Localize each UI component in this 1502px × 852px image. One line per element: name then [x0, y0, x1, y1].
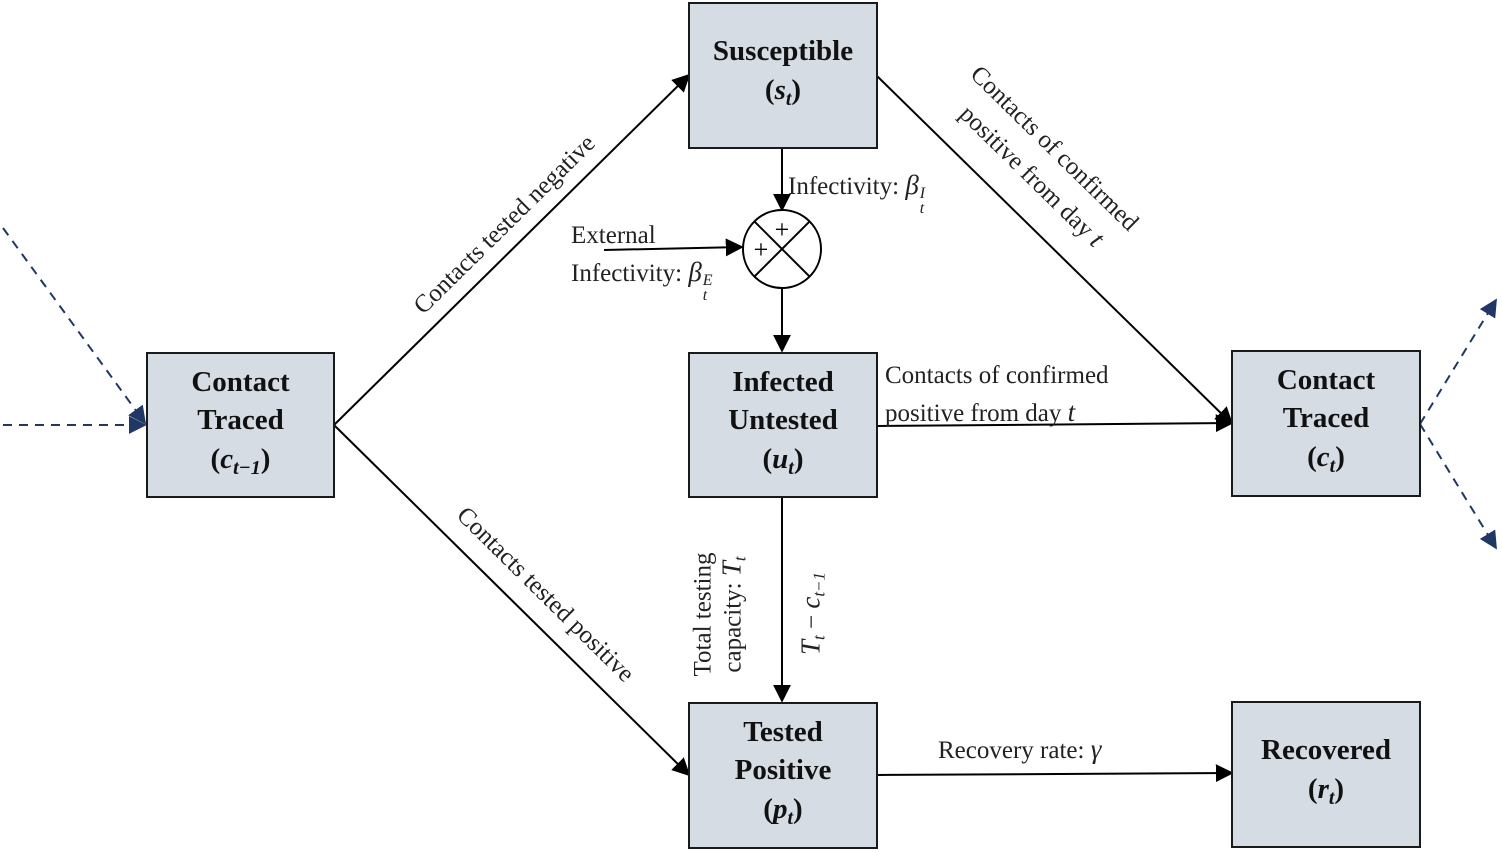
dashed-outflow-down [1419, 423, 1497, 550]
junction-plus-left: + [754, 235, 769, 264]
label-testing-formula: Tt − ct−1 [795, 571, 829, 656]
node-infected-var: (ut) [762, 442, 804, 479]
label-total-testing-capacity: Total testing capacity: Tt [690, 525, 755, 705]
arrow-susceptible-to-contact [876, 75, 1234, 426]
node-contact-traced-curr: Contact Traced (ct) [1231, 350, 1421, 497]
node-susceptible: Susceptible (st) [688, 2, 878, 149]
arrow-tested-to-recovered [876, 764, 1234, 783]
label-recovery-rate: Recovery rate: γ [938, 734, 1102, 764]
node-susceptible-var: (st) [764, 74, 802, 110]
node-contact-curr-title2: Traced [1282, 402, 1370, 434]
dashed-inflow-diagonal [2, 227, 147, 425]
node-contact-curr-title1: Contact [1276, 364, 1376, 396]
label-contacts-h-line1: Contacts of confirmed [885, 362, 1109, 389]
node-contact-prev-var: (ct−1) [210, 442, 271, 479]
arrow-infected-to-contact [876, 414, 1234, 433]
node-contact-traced-prev: Contact Traced (ct−1) [146, 352, 335, 498]
node-recovered-title: Recovered [1261, 734, 1391, 766]
arrow-tested-negative [333, 73, 691, 426]
arrow-external-to-junction [603, 238, 744, 257]
node-tested-positive: Tested Positive (pt) [688, 702, 878, 849]
dashed-outflow-up [1419, 298, 1497, 425]
node-tested-title1: Tested [743, 716, 823, 748]
node-infected-untested: Infected Untested (ut) [688, 352, 878, 498]
node-infected-title1: Infected [732, 365, 834, 398]
node-recovered: Recovered (rt) [1231, 701, 1421, 848]
label-contacts-confirmed-horizontal: Contacts of confirmed positive from day … [885, 358, 1109, 432]
node-contact-prev-title1: Contact [191, 365, 290, 398]
node-contact-curr-var: (ct) [1307, 441, 1345, 477]
junction-plus-top: + [775, 215, 790, 244]
node-contact-prev-title2: Traced [197, 403, 284, 436]
summing-junction: + + [742, 209, 822, 289]
node-infected-title2: Untested [728, 403, 838, 436]
node-tested-title2: Positive [734, 754, 832, 786]
arrow-tested-positive [333, 424, 691, 777]
label-total-testing-line1: Total testing [689, 552, 717, 677]
node-susceptible-title: Susceptible [712, 35, 854, 67]
node-tested-var: (pt) [763, 793, 803, 829]
node-recovered-var: (rt) [1307, 773, 1345, 809]
label-external-line1: External [571, 222, 656, 249]
